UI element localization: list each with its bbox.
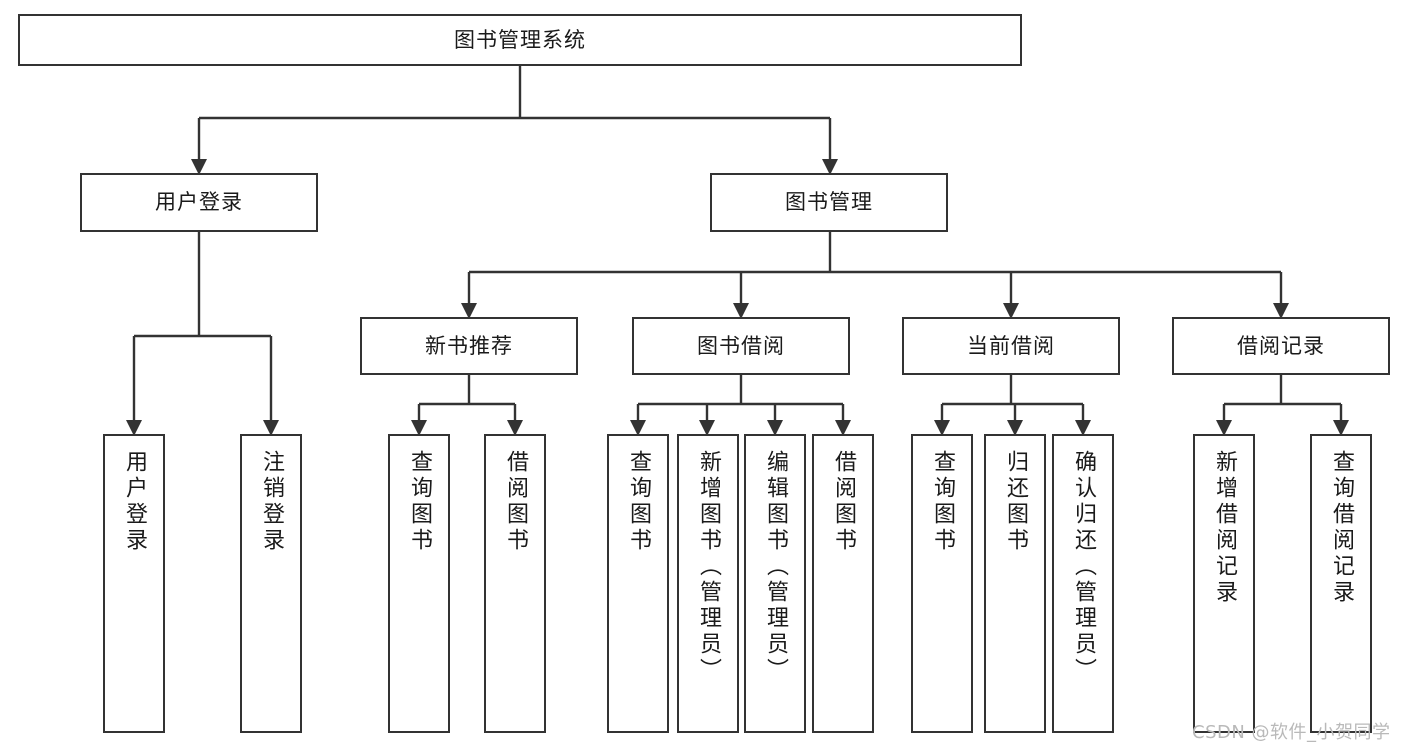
watermark: CSDN @软件_小贺同学 — [1192, 722, 1391, 743]
node-leaf-return-book[interactable]: 归还图书 — [984, 434, 1046, 733]
node-leaf-label: 查询图书 — [930, 450, 955, 554]
node-user-login-label: 用户登录 — [155, 190, 243, 215]
node-root-label: 图书管理系统 — [454, 27, 586, 52]
node-leaf-add-book[interactable]: 新增图书（管理员） — [677, 434, 739, 733]
node-new-book-recommend[interactable]: 新书推荐 — [360, 317, 578, 375]
node-leaf-label: 用户登录 — [122, 450, 147, 554]
node-leaf-label: 注销登录 — [259, 450, 284, 554]
node-leaf-label: 新增借阅记录 — [1212, 450, 1237, 606]
node-leaf-label: 确认归还（管理员） — [1071, 450, 1096, 684]
node-leaf-label: 借阅图书 — [831, 450, 856, 554]
node-leaf-edit-book[interactable]: 编辑图书（管理员） — [744, 434, 806, 733]
node-current-borrow[interactable]: 当前借阅 — [902, 317, 1120, 375]
node-leaf-borrow-book[interactable]: 借阅图书 — [812, 434, 874, 733]
node-leaf-label: 查询借阅记录 — [1329, 450, 1354, 606]
node-new-book-recommend-label: 新书推荐 — [425, 333, 513, 358]
node-leaf-label: 借阅图书 — [503, 450, 528, 554]
node-book-borrow-label: 图书借阅 — [697, 333, 785, 358]
node-leaf-label: 新增图书（管理员） — [696, 450, 721, 684]
node-root[interactable]: 图书管理系统 — [18, 14, 1022, 66]
node-leaf-confirm-return[interactable]: 确认归还（管理员） — [1052, 434, 1114, 733]
node-leaf-user-login[interactable]: 用户登录 — [103, 434, 165, 733]
node-book-manage-label: 图书管理 — [785, 190, 873, 215]
node-book-manage[interactable]: 图书管理 — [710, 173, 948, 232]
node-leaf-add-record[interactable]: 新增借阅记录 — [1193, 434, 1255, 733]
node-leaf-label: 查询图书 — [407, 450, 432, 554]
node-borrow-record-label: 借阅记录 — [1237, 333, 1325, 358]
node-leaf-label: 归还图书 — [1003, 450, 1028, 554]
node-leaf-query-book-current[interactable]: 查询图书 — [911, 434, 973, 733]
node-leaf-query-record[interactable]: 查询借阅记录 — [1310, 434, 1372, 733]
node-user-login[interactable]: 用户登录 — [80, 173, 318, 232]
node-current-borrow-label: 当前借阅 — [967, 333, 1055, 358]
node-leaf-label: 查询图书 — [626, 450, 651, 554]
node-book-borrow[interactable]: 图书借阅 — [632, 317, 850, 375]
node-leaf-borrow-book-rec[interactable]: 借阅图书 — [484, 434, 546, 733]
node-leaf-label: 编辑图书（管理员） — [763, 450, 788, 684]
node-leaf-logout[interactable]: 注销登录 — [240, 434, 302, 733]
node-leaf-query-book-rec[interactable]: 查询图书 — [388, 434, 450, 733]
node-borrow-record[interactable]: 借阅记录 — [1172, 317, 1390, 375]
node-leaf-query-book-borrow[interactable]: 查询图书 — [607, 434, 669, 733]
